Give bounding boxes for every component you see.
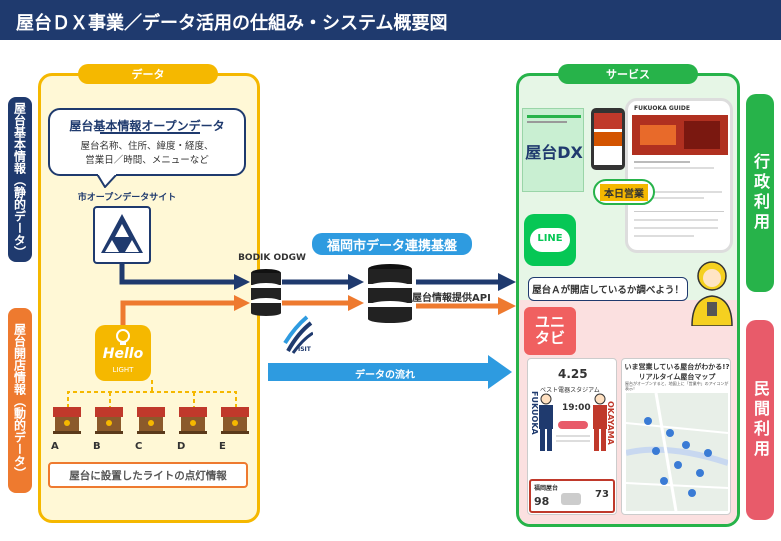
text-line	[634, 219, 718, 221]
app-button[interactable]	[558, 421, 588, 429]
map-desc: 屋台がオープンすると、地図上に「営業中」のアイコンが表示！	[625, 381, 729, 391]
map-area[interactable]	[625, 392, 729, 512]
guide-app-photo	[632, 115, 728, 155]
shop-connectors	[67, 380, 237, 408]
shop-letter: C	[135, 441, 143, 452]
line-logo: LINE	[524, 214, 576, 266]
data-panel-title: データ	[78, 64, 218, 84]
yatai-dx-logo: 屋台DX	[525, 143, 583, 162]
guide-phone: FUKUOKA GUIDE	[625, 98, 733, 253]
text-line	[634, 161, 690, 163]
map-title-1: いま営業している屋台がわかる!?	[624, 363, 730, 371]
isit-label: ISIT	[298, 346, 311, 353]
sports-app-card: 4.25 ベスト電器スタジアム 19:00 FUKUOKA OKAYAMA 福岡…	[527, 358, 617, 515]
yatai-shop-e: E	[218, 403, 252, 452]
yatai-shops: A B C D E	[48, 403, 256, 455]
poster-line	[527, 115, 581, 118]
city-emblem-icon	[93, 206, 151, 264]
yatai-stall-icon	[221, 407, 249, 434]
open-today-badge: 本日営業	[600, 183, 648, 201]
weather-icon	[561, 493, 581, 505]
data-flow-label: データの流れ	[355, 370, 415, 381]
opendata-title: 屋台基本情報オープンデータ	[69, 119, 225, 133]
yatai-shop-d: D	[176, 403, 210, 452]
yunitabi-logo: ユニタビ	[524, 307, 576, 355]
shop-letter: B	[93, 441, 101, 452]
opendata-box: 屋台基本情報オープンデータ 屋台名称、住所、緯度・経度、 営業日／時間、メニュー…	[48, 108, 246, 176]
shop-letter: A	[51, 441, 59, 452]
small-phone-screen	[594, 113, 622, 165]
app-score-right: 73	[595, 489, 609, 500]
light-info-box: 屋台に設置したライトの点灯情報	[48, 462, 248, 488]
isit-logo-icon	[283, 315, 313, 354]
player-right-icon	[593, 393, 607, 451]
speech-bubble: 屋台Ａが開店しているか調べよう！	[528, 277, 688, 301]
open-today-circle: 本日営業	[593, 179, 655, 205]
text-line	[556, 435, 590, 437]
service-panel-title: サービス	[558, 64, 698, 84]
photo-sign	[684, 121, 720, 149]
city-site-label: 市オープンデータサイト	[77, 193, 177, 203]
platform-server-icon	[368, 264, 412, 323]
opendata-title-underline	[100, 132, 200, 134]
yatai-dx-poster: 屋台DX	[522, 108, 584, 192]
app-stadium: ベスト電器スタジアム	[540, 387, 600, 394]
shop-letter: D	[177, 441, 186, 452]
text-line	[634, 191, 722, 193]
map-pins	[625, 392, 729, 512]
app-city-left: FUKUOKA	[530, 391, 539, 435]
line-logo-text: LINE	[537, 233, 563, 244]
divider	[634, 211, 724, 212]
small-phone-image	[594, 113, 622, 129]
photo-sign	[640, 125, 676, 145]
guide-app-header: FUKUOKA GUIDE	[634, 105, 690, 112]
small-phone	[591, 108, 625, 170]
page-title: 屋台ＤＸ事業／データ活用の仕組み・システム概要図	[0, 0, 781, 40]
bodik-label: BODIK ODGW	[238, 253, 306, 263]
dynamic-data-label: 屋台開店情報（動的データ）	[8, 308, 32, 493]
app-score-left: 98	[534, 495, 550, 508]
api-label: 屋台情報提供API	[412, 293, 491, 304]
line-bubble-icon	[530, 228, 570, 252]
hello-light-logo: Hello LIGHT	[95, 325, 151, 381]
private-use-label: 民間利用	[746, 320, 774, 520]
poster-line	[527, 121, 567, 123]
opendata-desc-1: 屋台名称、住所、緯度・経度、	[80, 141, 214, 152]
small-phone-image	[594, 132, 622, 146]
person-with-phone-icon	[691, 261, 733, 326]
hello-logo-sub: LIGHT	[112, 366, 134, 374]
yatai-stall-icon	[95, 407, 123, 434]
map-title-2: リアルタイム屋台マップ	[638, 373, 716, 381]
text-line	[634, 227, 718, 229]
static-data-label: 屋台基本情報（静的データ）	[8, 97, 32, 262]
yatai-stall-icon	[179, 407, 207, 434]
opendata-bubble-tail	[95, 174, 119, 188]
platform-title: 福岡市データ連携基盤	[312, 233, 472, 255]
shop-letter: E	[219, 441, 226, 452]
lightbulb-icon	[116, 329, 130, 345]
player-left-icon	[539, 393, 553, 451]
app-time: 19:00	[562, 403, 591, 413]
opendata-desc-2: 営業日／時間、メニューなど	[85, 155, 209, 166]
yatai-shop-c: C	[134, 403, 168, 452]
app-yatai-section: 福岡屋台 98 73	[529, 479, 615, 513]
gov-use-label: 行政利用	[746, 94, 774, 292]
hello-logo-text: Hello	[102, 346, 144, 362]
bodik-server-icon	[251, 269, 281, 316]
app-date: 4.25	[558, 367, 588, 381]
app-yatai-label: 福岡屋台	[534, 485, 559, 492]
text-line	[634, 197, 704, 199]
yatai-shop-b: B	[92, 403, 126, 452]
realtime-map-card: いま営業している屋台がわかる!? リアルタイム屋台マップ 屋台がオープンすると、…	[621, 358, 731, 515]
text-line	[634, 167, 714, 169]
app-city-right: OKAYAMA	[606, 401, 615, 445]
yatai-stall-icon	[53, 407, 81, 434]
yatai-stall-icon	[137, 407, 165, 434]
text-line	[634, 235, 694, 237]
text-line	[556, 440, 590, 442]
yatai-shop-a: A	[50, 403, 84, 452]
